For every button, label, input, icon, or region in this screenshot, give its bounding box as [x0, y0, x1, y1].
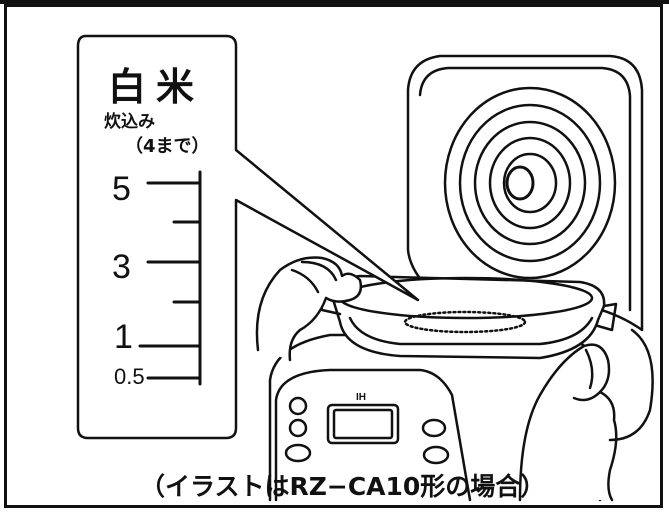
rice-cooker-illustration: IH	[76, 34, 654, 502]
scale-level-0-5: 0.5	[114, 364, 145, 389]
left-hand	[255, 256, 363, 362]
scale-subtitle-note: （4まで）	[125, 136, 210, 157]
control-button-up-icon	[288, 396, 308, 416]
steam-vent-icon	[505, 165, 535, 201]
illustration-frame: IH	[4, 4, 663, 508]
scale-level-1: 1	[114, 318, 133, 356]
scale-title: 白米	[108, 65, 205, 109]
cancel-button-icon	[421, 418, 447, 438]
display-label: IH	[356, 392, 366, 403]
top-rule	[0, 0, 669, 4]
scale-subtitle: 炊込み	[104, 112, 155, 132]
timer-button-icon	[284, 443, 312, 463]
illustration-caption: （イラストはRZ−CA10形の場合）	[140, 472, 546, 501]
start-button-icon	[422, 445, 450, 465]
rice-surface	[403, 310, 527, 334]
control-button-down-icon	[288, 418, 308, 438]
scale-level-5: 5	[112, 170, 131, 208]
lid-ring-1	[443, 86, 617, 280]
scale-callout-bubble	[76, 34, 420, 440]
scale-level-3: 3	[112, 248, 131, 286]
display-window	[326, 403, 400, 445]
water-level-scale	[138, 170, 202, 386]
